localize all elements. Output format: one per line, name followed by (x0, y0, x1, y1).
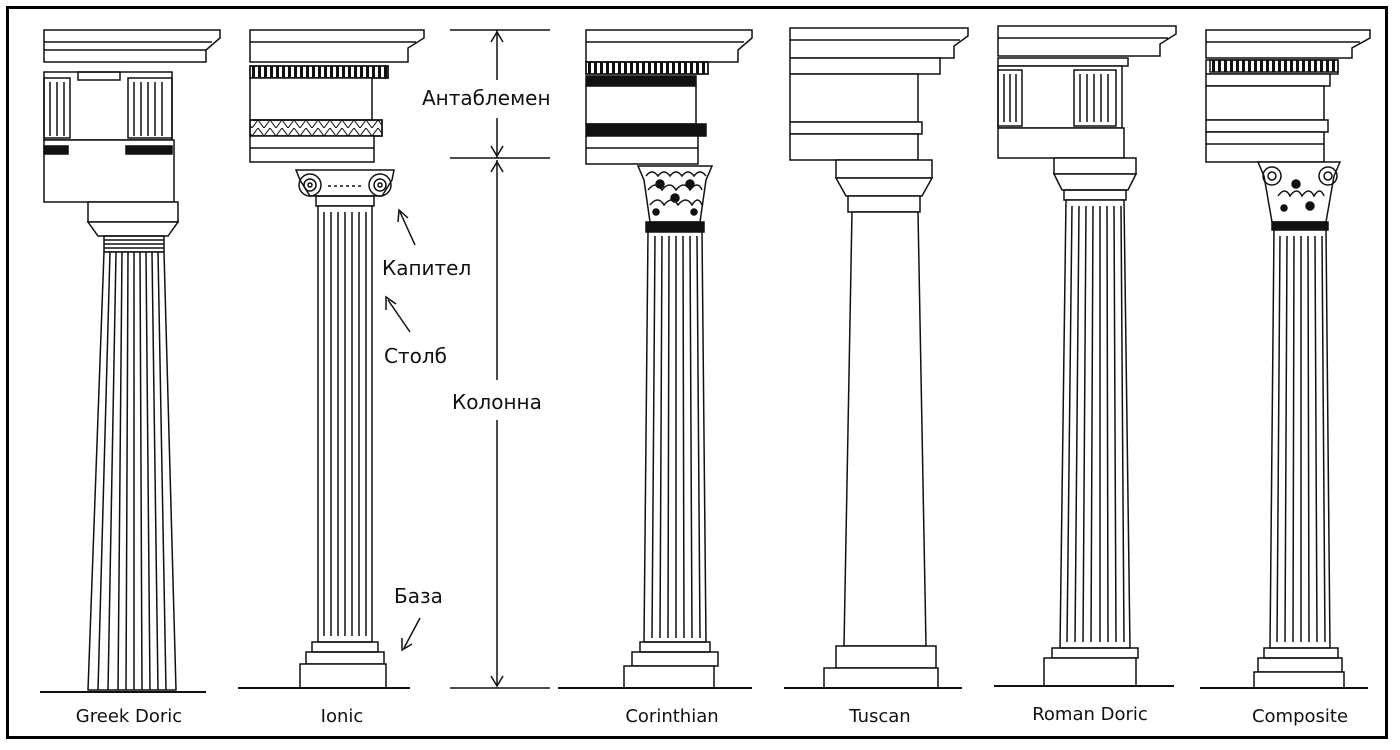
label-entablature: Антаблемен (422, 86, 551, 110)
caption-greek-doric: Greek Doric (75, 706, 183, 727)
caption-corinthian: Corinthian (625, 706, 719, 727)
measurement-lines (385, 29, 550, 689)
caption-tuscan: Tuscan (849, 706, 911, 727)
label-column: Колонна (452, 390, 542, 414)
label-capital: Капител (382, 256, 472, 280)
corinthian-column (558, 29, 753, 689)
label-base: База (394, 584, 443, 608)
greek-doric-column (40, 29, 221, 693)
ionic-column (238, 29, 425, 689)
label-shaft: Столб (384, 344, 447, 368)
caption-roman-doric: Roman Doric (1032, 704, 1148, 725)
roman-doric-column (994, 25, 1177, 687)
caption-composite: Composite (1251, 706, 1349, 727)
composite-column (1200, 29, 1371, 689)
caption-ionic: Ionic (320, 706, 364, 727)
tuscan-column (784, 27, 969, 689)
